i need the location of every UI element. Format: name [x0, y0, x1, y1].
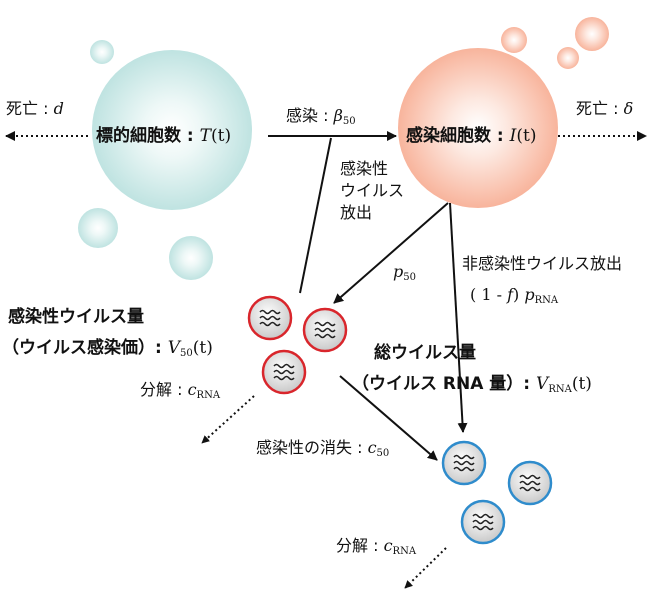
- total-virus: [460, 499, 506, 545]
- death-target-label: 死亡 : d: [6, 99, 64, 118]
- decay-infectious-label: 分解 : cRNA: [140, 380, 221, 401]
- infectious-virus: [261, 349, 307, 395]
- total-virus: [441, 440, 487, 486]
- infectious-virus-title: 感染性ウイルス量: [8, 307, 144, 327]
- infected-cell-label: 感染細胞数 : I(t): [406, 126, 537, 146]
- bubble: [169, 236, 213, 280]
- bubble: [575, 17, 609, 51]
- infected-cell: [398, 48, 558, 208]
- total-virus: [507, 460, 553, 506]
- noninfectious-release-label: 非感染性ウイルス放出: [462, 254, 623, 273]
- infectious-virus-subtitle: （ウイルス感染価）: V50(t): [2, 338, 213, 359]
- arrows: [5, 131, 647, 589]
- infectious-virus-group: [247, 295, 348, 395]
- infection-label: 感染 : β50: [286, 106, 356, 127]
- p50-label: p50: [393, 262, 416, 283]
- infectious-release-label: 感染性 ウイルス 放出: [340, 159, 405, 222]
- bubble: [78, 208, 118, 248]
- bubble: [90, 40, 114, 64]
- loss-infectivity-label: 感染性の消失 : c50: [256, 438, 390, 459]
- death-infected-label: 死亡 : δ: [576, 99, 634, 118]
- decor-bubbles: [78, 17, 609, 280]
- total-virus-subtitle: （ウイルス RNA 量）: VRNA(t): [352, 374, 592, 395]
- noninfectious-release-rate: ( 1 - f) pRNA: [470, 285, 559, 306]
- bubble: [557, 47, 579, 69]
- bubble: [501, 27, 527, 53]
- loss-infectivity-arrow: [339, 375, 438, 461]
- decay-inf-arrow: [201, 395, 255, 444]
- decay-total-label: 分解 : cRNA: [336, 536, 417, 557]
- inf-release-p50-arrow: [333, 202, 449, 304]
- infectious-virus: [302, 307, 348, 353]
- infectious-release-line: [299, 137, 332, 294]
- total-virus-group: [441, 440, 553, 545]
- target-cell: [92, 50, 252, 210]
- total-virus-title: 総ウイルス量: [374, 343, 476, 363]
- target-cell-label: 標的細胞数 : T(t): [96, 126, 232, 146]
- noninf-release-arrow: [449, 202, 468, 433]
- infectious-virus: [247, 295, 293, 341]
